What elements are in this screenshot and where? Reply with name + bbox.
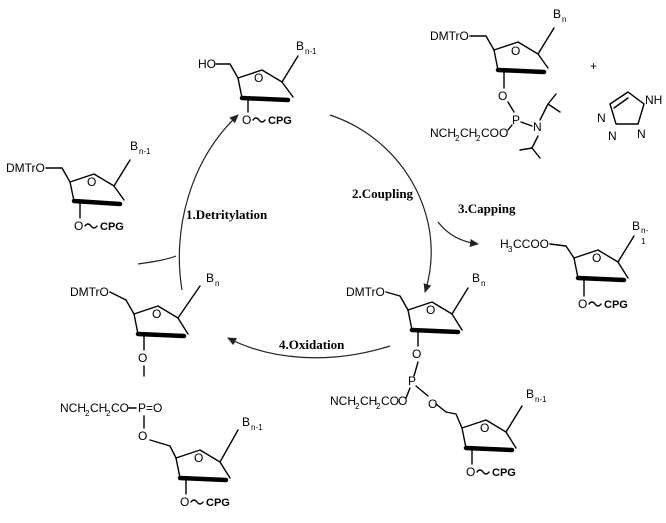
- svg-text:O: O: [398, 394, 407, 408]
- arc-detritylation: [178, 114, 239, 291]
- svg-text:B: B: [472, 271, 480, 285]
- svg-text:B: B: [206, 271, 214, 285]
- phosphite-triester-dimer: DMTrO O B n O P NCH 2 CH 2 CO O O O B n-…: [330, 271, 547, 479]
- svg-text:B: B: [296, 39, 304, 53]
- svg-text:P: P: [408, 374, 416, 388]
- svg-text:CO: CO: [111, 401, 129, 415]
- svg-text:O: O: [194, 451, 203, 465]
- svg-text:O: O: [511, 44, 520, 58]
- svg-text:CH: CH: [360, 394, 377, 408]
- arc-capping: [437, 221, 479, 247]
- svg-text:O: O: [498, 89, 507, 103]
- plus-sign: +: [590, 59, 597, 73]
- svg-text:n: n: [562, 15, 566, 24]
- svg-text:CPG: CPG: [492, 467, 516, 479]
- svg-text:n-1: n-1: [139, 147, 151, 156]
- svg-text:n: n: [215, 279, 219, 288]
- nucleoside-5oh-cpg: HO O B n-1 O CPG: [198, 39, 317, 127]
- svg-text:N: N: [608, 129, 617, 143]
- svg-text:2: 2: [455, 134, 460, 143]
- svg-text:CPG: CPG: [268, 115, 292, 127]
- svg-text:3: 3: [508, 245, 513, 254]
- svg-text:CPG: CPG: [100, 221, 124, 233]
- svg-text:n-1: n-1: [535, 395, 547, 404]
- svg-text:B: B: [632, 219, 640, 233]
- nucleoside-dmtr-cpg: DMTrO O B n-1 O CPG: [6, 139, 151, 233]
- svg-text:O: O: [578, 297, 587, 311]
- svg-text:O: O: [412, 347, 421, 361]
- svg-text:n-1: n-1: [251, 423, 263, 432]
- svg-text:H: H: [500, 237, 509, 251]
- svg-text:O: O: [152, 307, 161, 321]
- svg-text:O: O: [242, 113, 251, 127]
- svg-text:1: 1: [641, 237, 646, 246]
- svg-text:O: O: [466, 465, 475, 479]
- svg-text:B: B: [130, 139, 138, 153]
- svg-text:O: O: [592, 251, 601, 265]
- svg-text:n-: n-: [641, 226, 648, 235]
- svg-text:CH: CH: [90, 401, 107, 415]
- svg-text:N: N: [637, 127, 646, 141]
- svg-text:CCOO: CCOO: [513, 237, 549, 251]
- svg-text:O: O: [480, 421, 489, 435]
- svg-text:CO: CO: [481, 126, 499, 140]
- svg-text:2: 2: [85, 409, 90, 418]
- svg-text:2: 2: [376, 402, 381, 411]
- svg-text:O: O: [138, 351, 147, 365]
- svg-text:n-1: n-1: [305, 47, 317, 56]
- svg-text:NCH: NCH: [60, 401, 86, 415]
- svg-text:n: n: [481, 279, 485, 288]
- svg-text:DMTrO: DMTrO: [6, 161, 45, 175]
- svg-text:HO: HO: [198, 57, 216, 71]
- svg-text:O: O: [87, 175, 96, 189]
- svg-text:CH: CH: [460, 126, 477, 140]
- svg-text:B: B: [526, 387, 534, 401]
- svg-text:CO: CO: [381, 394, 399, 408]
- tetrazole: NH N N N: [597, 91, 662, 143]
- step-capping: 3.Capping: [458, 201, 516, 216]
- svg-text:CPG: CPG: [206, 497, 230, 509]
- svg-text:B: B: [553, 7, 561, 21]
- svg-text:2: 2: [355, 402, 360, 411]
- svg-text:2: 2: [106, 409, 111, 418]
- svg-text:O: O: [180, 495, 189, 509]
- arc-coupling: [329, 114, 432, 293]
- svg-text:DMTrO: DMTrO: [346, 285, 385, 299]
- svg-text:N: N: [597, 111, 606, 125]
- svg-text:O: O: [254, 71, 263, 85]
- svg-text:DMTrO: DMTrO: [70, 285, 109, 299]
- svg-text:N: N: [533, 120, 542, 134]
- capped-nucleoside-cpg: H 3 CCOO O B n- 1 O CPG: [500, 219, 648, 311]
- svg-text:O: O: [499, 126, 508, 140]
- step-detritylation: 1.Detritylation: [186, 207, 268, 222]
- svg-text:NH: NH: [645, 93, 662, 107]
- arc-oxidation: [227, 337, 391, 359]
- svg-text:2: 2: [476, 134, 481, 143]
- phosphate-triester-dimer: DMTrO O B n O NCH 2 CH 2 CO P=O O O B n-…: [60, 271, 263, 509]
- svg-text:NCH: NCH: [330, 394, 356, 408]
- step-oxidation: 4.Oxidation: [279, 337, 345, 352]
- phosphoramidite-monomer: DMTrO O B n O P NCH 2 CH 2 CO O N: [430, 7, 566, 159]
- svg-text:DMTrO: DMTrO: [430, 29, 469, 43]
- svg-text:B: B: [242, 415, 250, 429]
- svg-text:O: O: [428, 397, 437, 411]
- svg-text:P: P: [512, 113, 520, 127]
- svg-text:P=O: P=O: [138, 401, 162, 415]
- svg-text:O: O: [138, 429, 147, 443]
- svg-text:O: O: [74, 219, 83, 233]
- svg-text:O: O: [426, 303, 435, 317]
- svg-text:CPG: CPG: [604, 299, 628, 311]
- svg-text:NCH: NCH: [430, 126, 456, 140]
- step-coupling: 2.Coupling: [352, 186, 414, 201]
- arc-side-entry: [137, 255, 177, 265]
